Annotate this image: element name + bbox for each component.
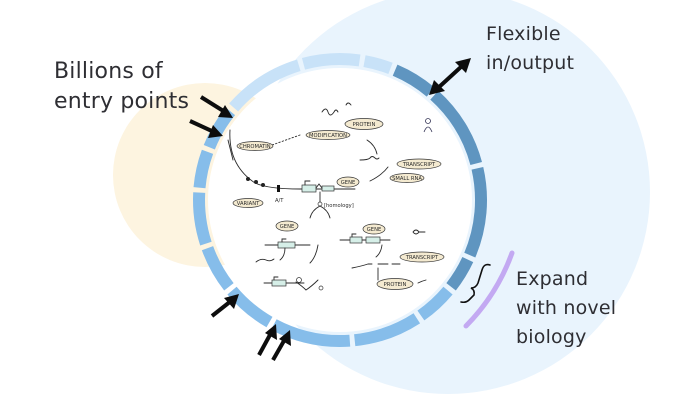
flexible-io-label-line-1: Flexible (486, 23, 561, 45)
tag-gene-left: GENE (275, 220, 299, 232)
tag-protein-top: PROTEIN (344, 118, 384, 130)
tag-allele-text: A/T (275, 198, 284, 204)
ring-segment (353, 313, 421, 347)
tag-gene-main-text: GENE (341, 180, 355, 186)
entry-arrows (189, 95, 291, 361)
ring-segment (193, 149, 214, 189)
flexible-io-label-line-2: in/output (486, 52, 575, 74)
tag-modification-text: MODIFICATION (309, 133, 347, 139)
ring-segment (201, 246, 234, 291)
expand-biology-label-line-2: with novel (516, 297, 617, 319)
inner-disc (208, 68, 472, 332)
ring-segment (229, 59, 301, 112)
entry-arrow-4 (257, 324, 277, 356)
tag-homology-text: [homology] (324, 203, 354, 209)
entry-points-label: Billions of entry points (54, 57, 189, 117)
entry-arrow-5 (271, 330, 291, 361)
ring-segment (301, 53, 361, 70)
tag-variant-text: VARIANT (237, 201, 260, 207)
segment-ring (193, 53, 487, 348)
ring-segment (430, 90, 482, 166)
tag-gene-right-text: GENE (367, 227, 381, 233)
tag-transcript-top-text: TRANSCRIPT (402, 162, 436, 168)
tag-transcript-bottom-text: TRANSCRIPT (405, 255, 439, 261)
expand-biology-label: Expand with novel biology (516, 265, 616, 352)
tag-protein-top-text: PROTEIN (353, 122, 376, 128)
tag-allele: A/T (275, 198, 284, 204)
tag-protein-bottom: PROTEIN (376, 278, 414, 290)
tag-gene-right: GENE (362, 223, 386, 235)
tag-protein-bottom-text: PROTEIN (384, 282, 407, 288)
entry-arrow-3 (210, 294, 239, 318)
double-arrow-icon (429, 58, 471, 95)
tag-small-rna: SMALL RNA (389, 173, 425, 183)
tag-variant: VARIANT (232, 198, 264, 208)
expansion-arc (463, 250, 515, 329)
entry-arrow-2 (189, 119, 223, 138)
flexible-io-label: Flexible in/output (486, 20, 574, 78)
tag-transcript-top: TRANSCRIPT (396, 158, 442, 170)
brace-icon (460, 263, 491, 304)
tag-gene-left-text: GENE (280, 224, 294, 230)
tag-homology: [homology] (324, 203, 354, 209)
ring-segment (464, 166, 487, 258)
person-icon (423, 118, 433, 133)
tag-gene-main: GENE (336, 176, 360, 188)
ring-segment (392, 64, 435, 97)
tag-chromatin-text: CHROMATIN (239, 144, 271, 150)
tag-modification: MODIFICATION (305, 130, 351, 140)
expand-biology-label-line-1: Expand (516, 268, 589, 290)
biology-sketch (227, 102, 433, 291)
ring-segment (363, 55, 393, 75)
expand-biology-label-line-3: biology (516, 326, 587, 348)
ring-segment (227, 286, 273, 328)
tag-transcript-bottom: TRANSCRIPT (399, 251, 445, 263)
ring-segment (193, 192, 212, 246)
ring-segment (446, 256, 474, 291)
entry-points-label-line-1: Billions of (54, 59, 163, 84)
entry-arrow-1 (199, 95, 233, 118)
entry-points-label-line-2: entry points (54, 89, 190, 114)
tag-chromatin: CHROMATIN (236, 141, 274, 151)
ring-segment (417, 286, 453, 321)
tag-small-rna-text: SMALL RNA (392, 176, 422, 182)
ring-segment (270, 319, 351, 348)
